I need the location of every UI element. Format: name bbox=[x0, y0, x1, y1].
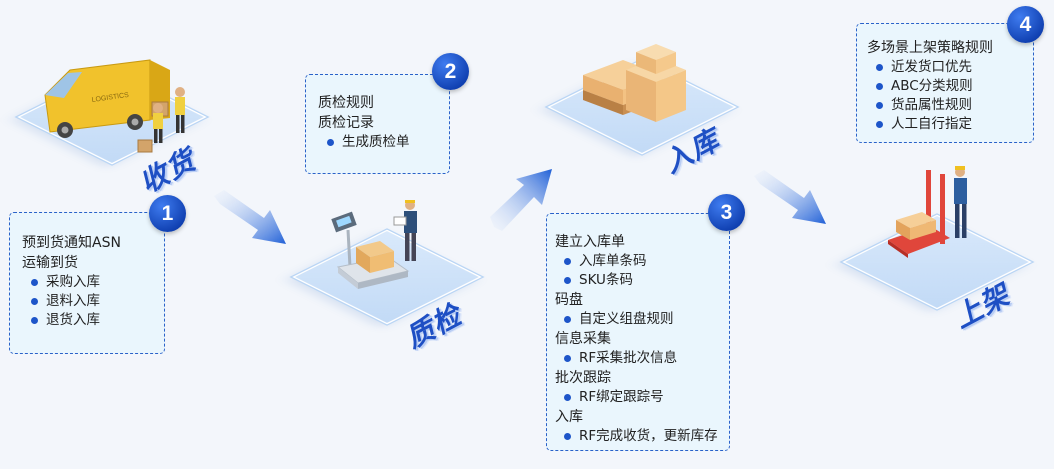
step-4-bullet-item: 货品属性规则 bbox=[867, 96, 1033, 115]
step-3-bullet-list: RF绑定跟踪号 bbox=[555, 388, 729, 407]
step-3-badge: 3 bbox=[708, 194, 745, 231]
step-4-heading: 多场景上架策略规则 bbox=[867, 40, 993, 56]
step-3-bullet-item: RF完成收货，更新库存 bbox=[555, 427, 729, 446]
step-2-bullet-item: 生成质检单 bbox=[318, 133, 449, 152]
step-2-bullet-list: 生成质检单 bbox=[318, 133, 449, 152]
step-1-box: 预到货通知ASN 运输到货采购入库退料入库退货入库 bbox=[9, 212, 165, 354]
step-3-bullet-list: RF采集批次信息 bbox=[555, 349, 729, 368]
step-4-bullet-item: ABC分类规则 bbox=[867, 77, 1033, 96]
step-1-badge: 1 bbox=[149, 195, 186, 232]
inbound-boxes-illustration bbox=[583, 44, 686, 122]
step-2-heading: 质检规则 bbox=[318, 95, 374, 111]
flow-arrow-2-to-3 bbox=[490, 169, 552, 231]
step-3-bullet-item: SKU条码 bbox=[555, 271, 729, 290]
step-1-heading: 预到货通知ASN bbox=[22, 235, 121, 251]
step-1-bullet-list: 采购入库退料入库退货入库 bbox=[22, 273, 164, 330]
step-2-box: 质检规则质检记录生成质检单 bbox=[305, 74, 450, 174]
step-4-bullet-item: 近发货口优先 bbox=[867, 58, 1033, 77]
step-2-lines: 质检规则质检记录生成质检单 bbox=[318, 93, 449, 152]
step-3-heading: 建立入库单 bbox=[555, 234, 625, 250]
flow-arrow-3-to-4 bbox=[754, 170, 826, 224]
step-2-heading: 质检记录 bbox=[318, 115, 374, 131]
step-3-heading: 码盘 bbox=[555, 292, 583, 308]
step-1-bullet-item: 退货入库 bbox=[22, 311, 164, 330]
step-1-heading: 运输到货 bbox=[22, 255, 78, 271]
step-4-badge: 4 bbox=[1007, 6, 1044, 43]
flow-arrow-1-to-2 bbox=[214, 190, 286, 244]
step-3-heading: 入库 bbox=[555, 409, 583, 425]
step-3-bullet-item: RF绑定跟踪号 bbox=[555, 388, 729, 407]
step-3-bullet-list: 自定义组盘规则 bbox=[555, 310, 729, 329]
step-1-bullet-item: 退料入库 bbox=[22, 292, 164, 311]
step-2-badge: 2 bbox=[432, 53, 469, 90]
step-3-bullet-item: 自定义组盘规则 bbox=[555, 310, 729, 329]
pallet-jack-illustration bbox=[888, 166, 967, 258]
step-3-bullet-item: 入库单条码 bbox=[555, 252, 729, 271]
delivery-truck-illustration: LOGISTICS bbox=[44, 59, 185, 153]
step-1-bullet-item: 采购入库 bbox=[22, 273, 164, 292]
qc-scale-illustration bbox=[331, 200, 417, 289]
step-3-bullet-list: RF完成收货，更新库存 bbox=[555, 427, 729, 446]
step-3-heading: 批次跟踪 bbox=[555, 370, 611, 386]
step-3-heading: 信息采集 bbox=[555, 331, 611, 347]
step-3-bullet-item: RF采集批次信息 bbox=[555, 349, 729, 368]
step-1-lines: 预到货通知ASN 运输到货采购入库退料入库退货入库 bbox=[22, 233, 164, 330]
step-4-bullet-item: 人工自行指定 bbox=[867, 115, 1033, 134]
